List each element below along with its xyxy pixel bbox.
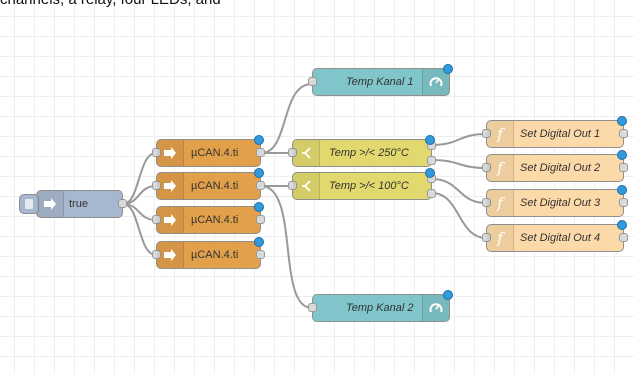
input-port[interactable] <box>152 250 161 259</box>
can-node-1[interactable]: µCAN.4.ti <box>152 135 265 167</box>
switch-node-label: Temp >/< 250°C <box>329 147 409 159</box>
output-port[interactable] <box>427 189 436 198</box>
can-node-label: µCAN.4.ti <box>191 249 239 261</box>
function-node-label: Set Digital Out 4 <box>520 232 601 244</box>
switch-node-label: Temp >/< 100°C <box>329 180 409 192</box>
gauge-node-label: Temp Kanal 1 <box>346 76 414 88</box>
function-node-label: Set Digital Out 1 <box>520 128 601 140</box>
wire <box>431 133 487 146</box>
inject-node[interactable]: true <box>19 190 127 218</box>
switch-node-2[interactable]: Temp >/< 100°C <box>288 168 436 200</box>
status-dot <box>617 185 627 195</box>
function-node-1[interactable]: f Set Digital Out 1 <box>482 116 628 148</box>
inject-label: true <box>69 198 88 210</box>
arrow-right-icon <box>157 173 184 199</box>
wire <box>431 178 487 204</box>
input-port[interactable] <box>482 233 491 242</box>
function-icon: f <box>487 121 514 147</box>
status-dot <box>254 135 264 145</box>
status-dot <box>617 116 627 126</box>
input-port[interactable] <box>152 181 161 190</box>
gauge-node-label: Temp Kanal 2 <box>346 302 414 314</box>
can-node-label: µCAN.4.ti <box>191 180 239 192</box>
switch-icon <box>293 140 320 166</box>
arrow-right-icon <box>37 191 64 217</box>
can-node-3[interactable]: µCAN.4.ti <box>152 202 265 234</box>
wire <box>260 83 313 154</box>
status-dot <box>443 64 453 74</box>
function-node-4[interactable]: f Set Digital Out 4 <box>482 220 628 252</box>
output-port[interactable] <box>427 156 436 165</box>
output-port[interactable] <box>256 215 265 224</box>
can-node-label: µCAN.4.ti <box>191 214 239 226</box>
output-port[interactable] <box>619 163 628 172</box>
output-port[interactable] <box>118 199 127 208</box>
input-port[interactable] <box>288 181 297 190</box>
function-node-3[interactable]: f Set Digital Out 3 <box>482 185 628 217</box>
wire <box>122 203 157 256</box>
input-port[interactable] <box>482 198 491 207</box>
wire <box>260 185 313 309</box>
status-dot <box>254 202 264 212</box>
function-icon: f <box>487 190 514 216</box>
can-node-4[interactable]: µCAN.4.ti <box>152 237 265 269</box>
function-node-label: Set Digital Out 3 <box>520 197 601 209</box>
status-dot <box>425 135 435 145</box>
status-dot <box>443 290 453 300</box>
gauge-node-1[interactable]: Temp Kanal 1 <box>308 64 453 96</box>
wire <box>122 152 157 205</box>
arrow-right-icon <box>157 140 184 166</box>
gauge-node-2[interactable]: Temp Kanal 2 <box>308 290 453 322</box>
function-node-2[interactable]: f Set Digital Out 2 <box>482 150 628 182</box>
input-port[interactable] <box>152 215 161 224</box>
output-port[interactable] <box>619 198 628 207</box>
function-icon: f <box>487 225 514 251</box>
status-dot <box>617 220 627 230</box>
input-port[interactable] <box>152 148 161 157</box>
status-dot <box>617 150 627 160</box>
status-dot <box>254 168 264 178</box>
input-port[interactable] <box>482 129 491 138</box>
function-node-label: Set Digital Out 2 <box>520 162 601 174</box>
input-port[interactable] <box>308 77 317 86</box>
arrow-right-icon <box>157 207 184 233</box>
inject-button[interactable] <box>19 194 39 214</box>
function-icon: f <box>487 155 514 181</box>
output-port[interactable] <box>619 129 628 138</box>
input-port[interactable] <box>308 303 317 312</box>
output-port[interactable] <box>256 181 265 190</box>
output-port[interactable] <box>256 148 265 157</box>
can-node-label: µCAN.4.ti <box>191 147 239 159</box>
status-dot <box>254 237 264 247</box>
can-node-2[interactable]: µCAN.4.ti <box>152 168 265 200</box>
input-port[interactable] <box>482 163 491 172</box>
input-port[interactable] <box>288 148 297 157</box>
switch-icon <box>293 173 320 199</box>
wire <box>431 192 487 239</box>
output-port[interactable] <box>256 250 265 259</box>
switch-node-1[interactable]: Temp >/< 250°C <box>288 135 436 167</box>
caption-text: channels, a relay, four LEDs, and <box>0 0 221 8</box>
wire <box>431 159 487 169</box>
arrow-right-icon <box>157 242 184 268</box>
output-port[interactable] <box>619 233 628 242</box>
status-dot <box>425 168 435 178</box>
